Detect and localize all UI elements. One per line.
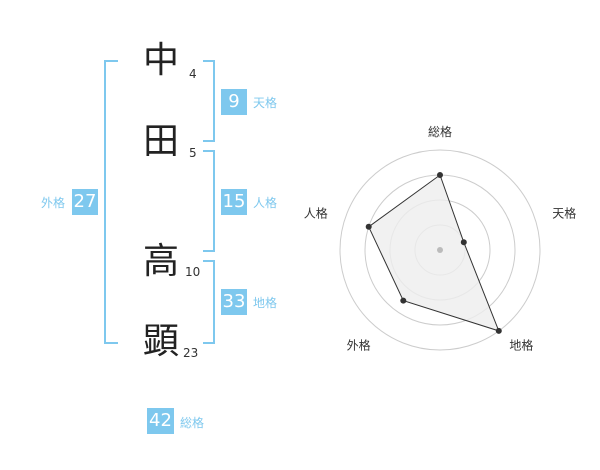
radar-area [368,174,500,332]
surname-char-2-strokes: 5 [189,146,197,160]
gaikaku-value-badge: 27 [72,189,98,215]
radar-point-1 [437,172,443,178]
tenkaku-value-badge: 9 [221,89,247,115]
chikaku-label: 地格 [253,296,278,310]
jinkaku-bracket [203,150,215,252]
chikaku-bracket [203,260,215,344]
surname-char-1-strokes: 4 [189,67,197,81]
given-char-2-strokes: 23 [183,346,199,360]
chikaku-value-badge: 33 [221,289,247,315]
tenkaku-label: 天格 [253,96,278,110]
soukaku-label: 総格 [180,416,205,430]
radar-axis-label-1: 総格 [428,124,452,139]
given-char-1: 高 [142,241,179,282]
soukaku-value-badge: 42 [147,408,174,434]
radar-point-5 [365,223,372,230]
radar-axis-label-3: 地格 [509,338,533,353]
gaikaku-bracket [104,60,118,344]
gaikaku-label: 外格 [41,196,66,210]
radar-point-2 [460,239,467,246]
radar-axis-label-5: 人格 [304,206,328,221]
surname-char-1: 中 [142,40,179,81]
radar-axis-label-2: 天格 [552,206,576,221]
radar-center-dot [437,247,443,253]
radar-point-4 [400,297,407,304]
tenkaku-bracket [203,60,215,142]
surname-char-2: 田 [142,121,179,162]
radar-point-3 [495,327,502,334]
jinkaku-label: 人格 [253,196,278,210]
jinkaku-value-badge: 15 [221,189,247,215]
given-char-1-strokes: 10 [185,265,201,279]
given-char-2: 顕 [142,321,179,362]
radar-axis-label-4: 外格 [347,338,371,353]
radar-ring-4 [339,149,541,351]
